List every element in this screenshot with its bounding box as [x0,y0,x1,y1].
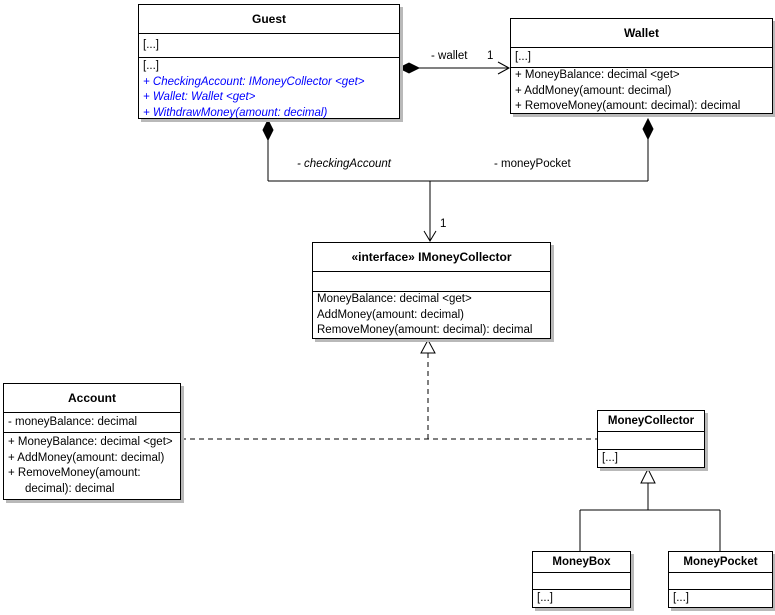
class-title: Account [68,391,116,405]
member-line: + CheckingAccount: IMoneyCollector <get> [143,75,365,88]
class-title: MoneyBox [552,556,611,568]
member-line: [...] [673,592,689,604]
member-line: + WithdrawMoney(amount: decimal) [143,106,328,119]
class-box-guest[interactable]: Guest [...] [...] + CheckingAccount: IMo… [138,4,400,119]
class-title: «interface» IMoneyCollector [351,250,512,264]
member-line: + MoneyBalance: decimal <get> [515,69,680,81]
member-line: + RemoveMoney(amount: decimal): decimal [515,100,741,112]
attributes-compartment: [...] [139,33,399,57]
member-line: + MoneyBalance: decimal <get> [8,436,173,448]
edge-role-label-wallet: - wallet [431,50,468,62]
composition-diamond [642,117,654,141]
class-box-account[interactable]: Account - moneyBalance: decimal + MoneyB… [3,383,181,500]
class-box-moneypocket[interactable]: MoneyPocket [...] [668,551,773,608]
member-line: AddMoney(amount: decimal) [317,308,465,321]
member-line: decimal): decimal [25,482,115,495]
attribute-line: - moneyBalance: decimal [8,416,138,428]
class-box-wallet[interactable]: Wallet [...] + MoneyBalance: decimal <ge… [510,18,773,114]
member-line: + AddMoney(amount: decimal) [8,451,165,464]
member-line: [...] [602,452,618,464]
hollow-triangle-icon [640,467,656,484]
edge-role-label-checking-account: - checkingAccount [297,158,391,170]
edge-multiplicity-label: 1 [487,50,494,62]
edge-role-label-money-pocket: - moneyPocket [494,158,571,170]
class-box-imoneycollector[interactable]: «interface» IMoneyCollector MoneyBalance… [312,242,551,339]
members-compartment: + MoneyBalance: decimal <get> + AddMoney… [4,432,180,499]
composition-to-imoneycollector [262,117,654,242]
generalization-moneycollector [579,467,721,551]
member-line: [...] [143,60,159,72]
member-line: RemoveMoney(amount: decimal): decimal [317,324,533,336]
members-compartment: MoneyBalance: decimal <get> AddMoney(amo… [313,291,550,338]
members-compartment: [...] + CheckingAccount: IMoneyCollector… [139,57,399,118]
edge-multiplicity-label: 1 [440,218,447,230]
open-arrow-icon [423,230,437,242]
attribute-line: [...] [515,51,531,63]
attributes-compartment [313,271,550,291]
attributes-compartment: [...] [511,47,772,67]
hollow-triangle-icon [420,338,436,354]
member-line: + Wallet: Wallet <get> [143,91,256,103]
members-compartment: + MoneyBalance: decimal <get> + AddMoney… [511,67,772,113]
attributes-compartment [533,572,630,589]
composition-diamond [397,62,421,74]
members-compartment: [...] [598,449,704,467]
class-title: Guest [251,12,286,26]
member-line: MoneyBalance: decimal <get> [317,293,472,305]
member-line: + RemoveMoney(amount: [8,467,141,479]
realization-imoneycollector [181,338,597,440]
class-box-moneybox[interactable]: MoneyBox [...] [532,551,631,608]
attribute-line: [...] [143,39,159,51]
attributes-compartment: - moneyBalance: decimal [4,412,180,432]
attributes-compartment [669,572,772,589]
class-title: Wallet [624,26,659,40]
attributes-compartment [598,431,704,449]
class-box-moneycollector[interactable]: MoneyCollector [...] [597,410,705,468]
members-compartment: [...] [669,589,772,607]
open-arrow-icon [497,61,511,75]
member-line: + AddMoney(amount: decimal) [515,84,672,97]
members-compartment: [...] [533,589,630,607]
class-title: MoneyPocket [683,556,758,568]
composition-diamond [262,118,274,142]
composition-guest-wallet [397,61,511,75]
member-line: [...] [537,592,553,604]
class-title: MoneyCollector [607,415,695,427]
